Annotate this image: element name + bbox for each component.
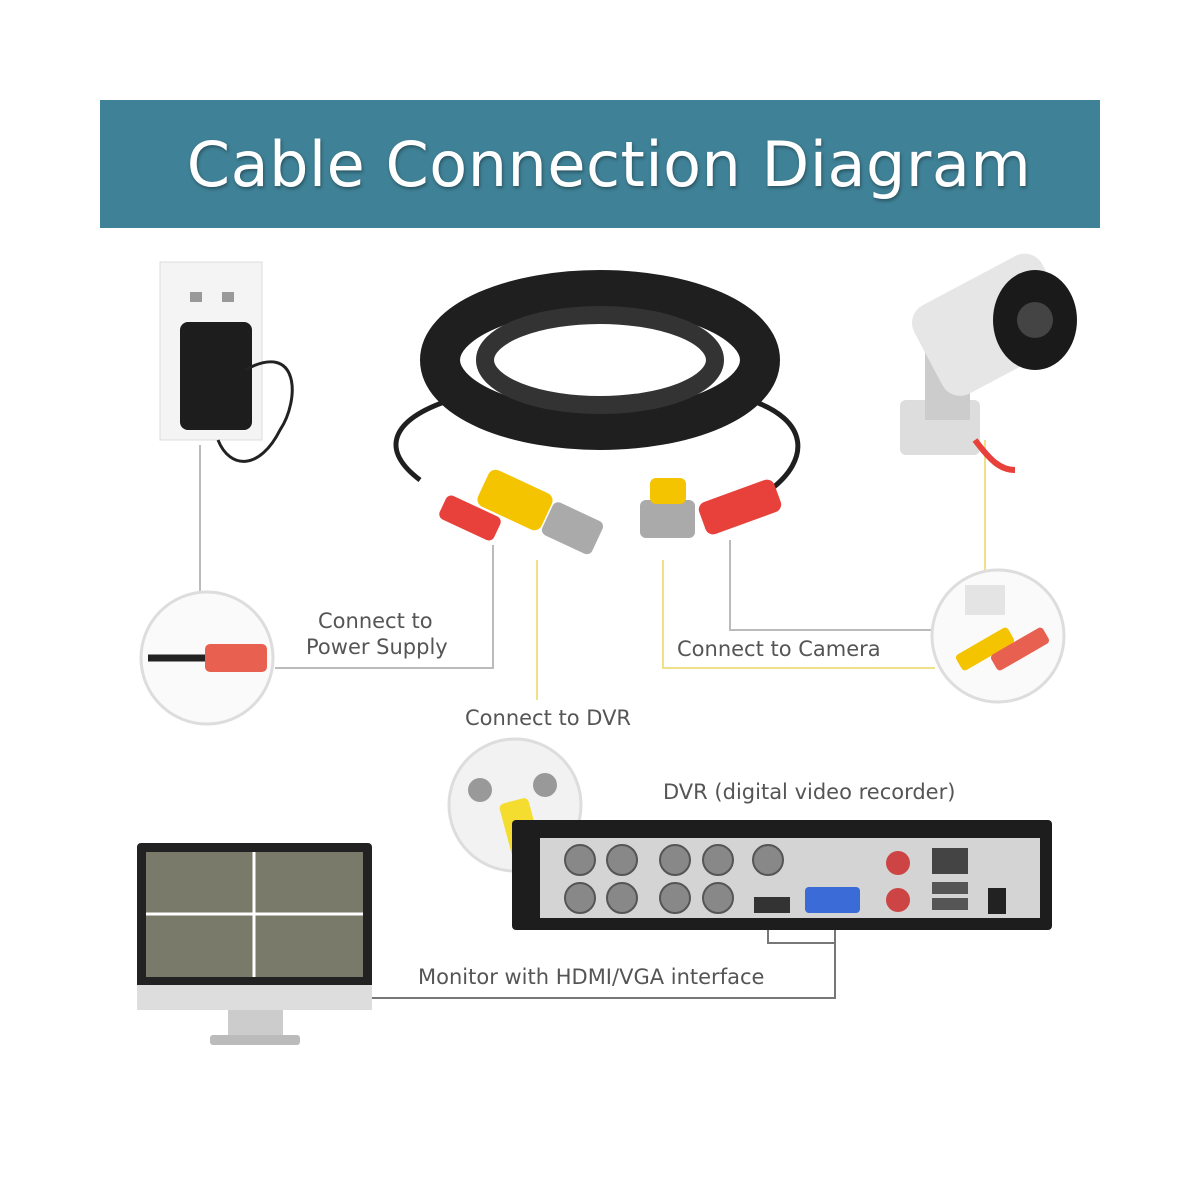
camera-icon bbox=[900, 253, 1077, 473]
connectors-right-icon bbox=[640, 478, 782, 538]
camera-connection-closeup-icon bbox=[930, 568, 1066, 704]
page-title: Cable Connection Diagram bbox=[186, 127, 1032, 201]
monitor-icon bbox=[137, 843, 372, 1045]
dvr-device-icon bbox=[512, 820, 1052, 930]
power-supply-label-line2: Power Supply bbox=[306, 635, 448, 659]
connectors-left-icon bbox=[439, 469, 604, 555]
camera-power-line bbox=[729, 540, 932, 631]
dvr-device-label: DVR (digital video recorder) bbox=[663, 780, 956, 804]
cable-coil-icon bbox=[393, 270, 801, 492]
power-line bbox=[275, 545, 494, 669]
power-supply-label-line1: Connect to bbox=[318, 609, 433, 633]
camera-label: Connect to Camera bbox=[677, 637, 881, 661]
monitor-label: Monitor with HDMI/VGA interface bbox=[418, 965, 765, 989]
camera-video-line bbox=[662, 560, 935, 669]
title-banner: Cable Connection Diagram bbox=[100, 100, 1100, 228]
power-adapter-icon bbox=[159, 261, 294, 463]
vga-line bbox=[372, 910, 836, 999]
dvr-label: Connect to DVR bbox=[465, 706, 632, 730]
power-plug-closeup-icon bbox=[139, 590, 275, 726]
